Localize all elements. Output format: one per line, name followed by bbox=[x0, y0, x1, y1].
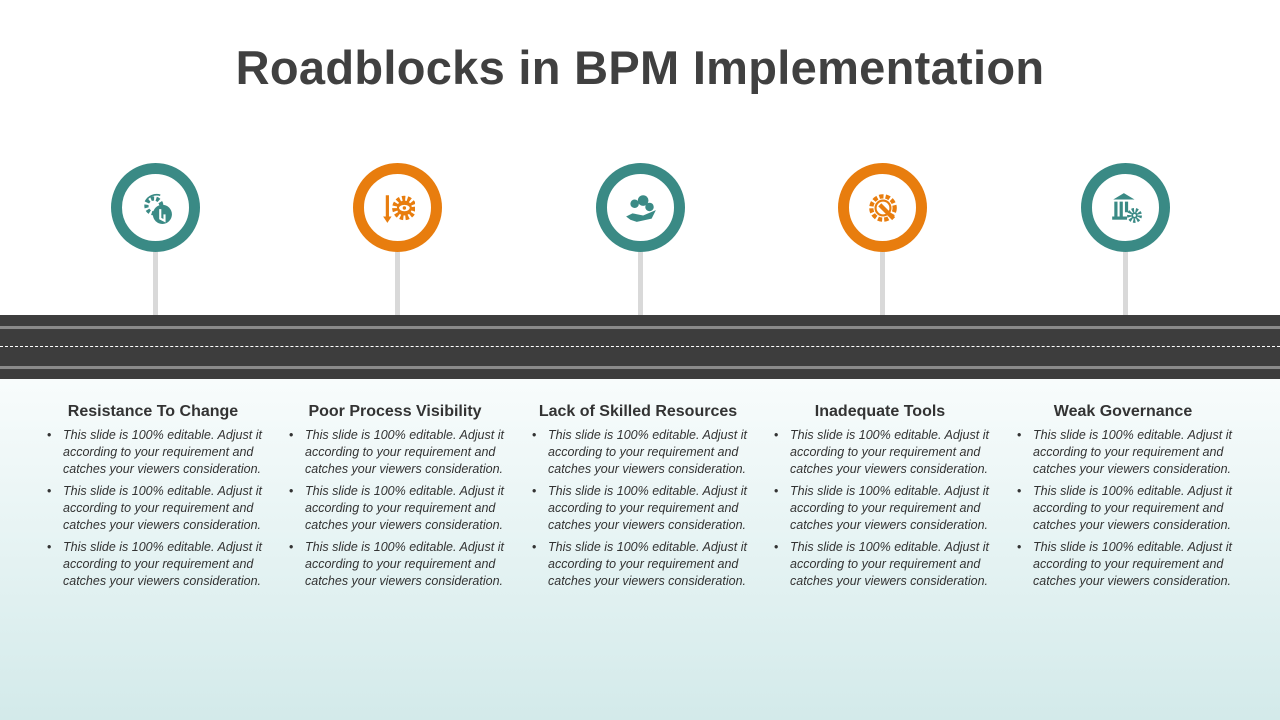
gear-wrench-icon bbox=[868, 193, 897, 222]
gear-hand-stop-icon bbox=[143, 193, 172, 224]
bullet-point: This slide is 100% editable. Adjust it a… bbox=[43, 539, 263, 590]
government-gear-icon bbox=[1111, 192, 1142, 223]
bullet-point: This slide is 100% editable. Adjust it a… bbox=[285, 483, 505, 534]
bullet-point: This slide is 100% editable. Adjust it a… bbox=[43, 427, 263, 478]
bullet-point: This slide is 100% editable. Adjust it a… bbox=[1013, 539, 1233, 590]
roadblock-marker bbox=[1081, 163, 1170, 252]
bullet-point: This slide is 100% editable. Adjust it a… bbox=[285, 427, 505, 478]
signpost-pole bbox=[1123, 248, 1128, 315]
roadblock-title: Inadequate Tools bbox=[814, 403, 946, 420]
bullet-point: This slide is 100% editable. Adjust it a… bbox=[528, 427, 748, 478]
road-edge-line bbox=[0, 366, 1280, 369]
bullet-point: This slide is 100% editable. Adjust it a… bbox=[285, 539, 505, 590]
bullet-point: This slide is 100% editable. Adjust it a… bbox=[528, 483, 748, 534]
roadblock-marker bbox=[596, 163, 685, 252]
signpost-pole bbox=[153, 248, 158, 315]
road-center-line bbox=[0, 346, 1280, 347]
roadblock-title: Poor Process Visibility bbox=[308, 403, 482, 420]
roadblock-column: Poor Process Visibility This slide is 10… bbox=[285, 403, 505, 595]
bullet-point: This slide is 100% editable. Adjust it a… bbox=[528, 539, 748, 590]
hand-resources-icon bbox=[625, 194, 656, 222]
bullet-point: This slide is 100% editable. Adjust it a… bbox=[43, 483, 263, 534]
roadblock-marker bbox=[838, 163, 927, 252]
bullet-point: This slide is 100% editable. Adjust it a… bbox=[1013, 427, 1233, 478]
roadblock-title: Weak Governance bbox=[1053, 403, 1193, 420]
bullet-point: This slide is 100% editable. Adjust it a… bbox=[1013, 483, 1233, 534]
bullet-point: This slide is 100% editable. Adjust it a… bbox=[770, 427, 990, 478]
roadblock-column: Lack of Skilled Resources This slide is … bbox=[528, 403, 748, 595]
signpost-pole bbox=[395, 248, 400, 315]
roadblock-column: Weak Governance This slide is 100% edita… bbox=[1013, 403, 1233, 595]
roadblock-marker bbox=[111, 163, 200, 252]
roadblock-column: Resistance To Change This slide is 100% … bbox=[43, 403, 263, 595]
roadblock-marker bbox=[353, 163, 442, 252]
gear-eye-icon bbox=[382, 194, 415, 223]
roadblock-title: Lack of Skilled Resources bbox=[538, 403, 738, 420]
page-title: Roadblocks in BPM Implementation bbox=[235, 41, 1045, 94]
roadblock-title: Resistance To Change bbox=[67, 403, 239, 420]
signpost-pole bbox=[880, 248, 885, 315]
bullet-point: This slide is 100% editable. Adjust it a… bbox=[770, 483, 990, 534]
bullet-point: This slide is 100% editable. Adjust it a… bbox=[770, 539, 990, 590]
road-edge-line bbox=[0, 326, 1280, 329]
signpost-pole bbox=[638, 248, 643, 315]
road bbox=[0, 315, 1280, 379]
roadblock-column: Inadequate Tools This slide is 100% edit… bbox=[770, 403, 990, 595]
